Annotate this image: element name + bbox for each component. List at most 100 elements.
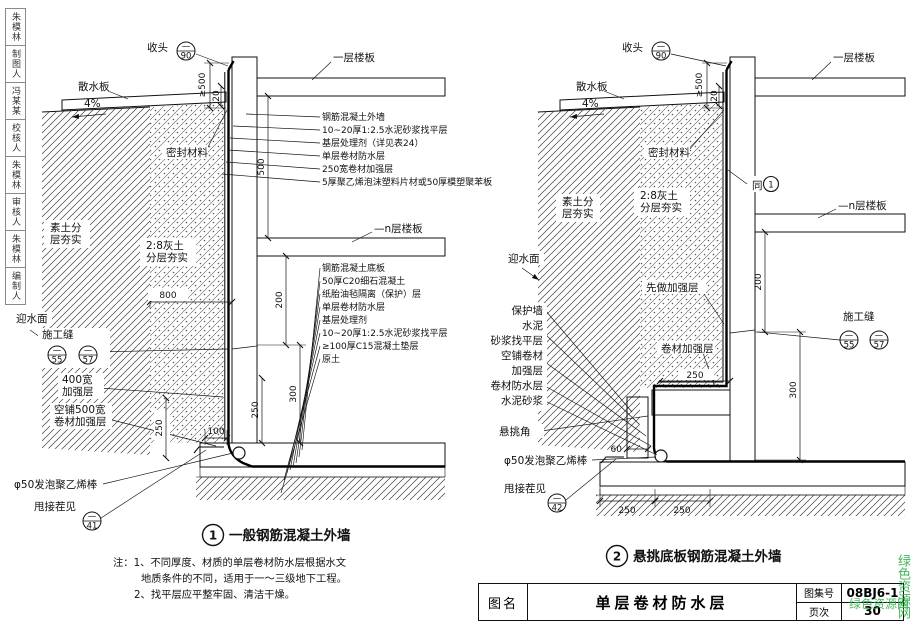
label-foam-rod: φ50发泡聚乙烯棒: [504, 454, 588, 467]
label-head-termination: 收头: [147, 41, 168, 54]
label-water-facing-side: 迎水面: [16, 313, 48, 325]
label-apron-slab: 散水板: [576, 80, 608, 93]
detail-2-structure: [537, 56, 906, 516]
svg-text:—: —: [53, 346, 62, 356]
slope-arrow: [71, 113, 107, 119]
detail-1: 收头 — 90 一层楼板 散水板 4% ≥500 20 密封材料 钢筋混凝土外墙…: [12, 41, 492, 601]
left-layer-label: 水泥砂浆: [501, 394, 543, 407]
dim-250: 250: [155, 419, 165, 436]
dim-250: 250: [686, 371, 703, 381]
label-construction-joint: 施工缝: [843, 310, 875, 323]
dim-800: 800: [159, 291, 176, 301]
detail-2: 收头 — 90 一层楼板 散水板 4% ≥500 20 密封材料 同 1 素土分…: [471, 41, 906, 568]
plain-soil-section: [538, 107, 640, 452]
left-layer-label: 水泥: [522, 319, 543, 332]
svg-text:1: 1: [209, 529, 217, 543]
label-400-strip: 加强层: [62, 386, 94, 398]
label-lime-soil: 2:8灰土: [640, 189, 678, 202]
label-slope: 4%: [84, 98, 101, 110]
detail-1-title: 一般钢筋混凝土外墙: [229, 527, 351, 544]
dim-250: 250: [618, 506, 635, 516]
detail-2-title: 悬挑底板钢筋混凝土外墙: [633, 548, 782, 565]
svg-text:1: 1: [768, 181, 773, 191]
slab-layer-label: 原土: [322, 353, 340, 365]
svg-text:55: 55: [52, 356, 63, 366]
margin-credit: 朱模林: [6, 157, 25, 194]
slab-layer-label: 纸胎油毡隔离（保护）层: [322, 288, 421, 300]
svg-text:—: —: [657, 42, 666, 52]
detail-ref-bubble-57: — 57: [78, 345, 98, 366]
water-side-arrow: [521, 267, 540, 281]
dim-250: 250: [251, 401, 261, 418]
lime-soil-backfill-section: [150, 103, 224, 443]
membrane-lap-tail: [600, 456, 624, 464]
margin-credit: 编制人: [10, 271, 20, 301]
svg-text:42: 42: [552, 504, 563, 514]
wall-layer-label: 250宽卷材加强层: [322, 163, 393, 175]
note-line: 2、找平层应平整牢固、清洁干燥。: [134, 588, 295, 601]
bedding-layer-section: [599, 485, 906, 496]
slab-layer-label: 钢筋混凝土底板: [322, 262, 385, 274]
slab-layer-label: 10~20厚1:2.5水泥砂浆找平层: [322, 327, 448, 339]
dim-60: 60: [611, 445, 623, 455]
wall-layer-label: 单层卷材防水层: [322, 150, 385, 162]
dim-20: 20: [710, 90, 720, 102]
label-foam-rod: φ50发泡聚乙烯棒: [14, 478, 98, 491]
svg-text:—: —: [84, 346, 93, 356]
foam-rod-section: [232, 446, 246, 460]
cantilever-heel-section: [651, 389, 731, 416]
left-layer-label: 加强层: [512, 365, 544, 377]
left-layer-label: 卷材防水层: [491, 379, 544, 392]
dim-ge500: ≥500: [695, 72, 705, 97]
note-line: 地质条件的不同，适用于一～三级地下工程。: [141, 572, 347, 585]
margin-credit: 朱模林: [6, 9, 25, 46]
label-first-floor-slab: 一层楼板: [333, 51, 375, 64]
subsoil-section: [196, 477, 445, 500]
dim-20: 20: [212, 90, 222, 102]
label-first-strip: 先做加强层: [646, 281, 699, 294]
detail-1-caption: 1 一般钢筋混凝土外墙: [201, 523, 351, 547]
label-apron-slab: 散水板: [78, 80, 110, 93]
membrane-lap-tail: [193, 446, 224, 454]
slab-layer-label: 50厚C20细石混凝土: [322, 275, 405, 287]
svg-text:2: 2: [613, 550, 621, 564]
foam-rod-section: [654, 449, 668, 463]
label-same-as-1: 同: [752, 180, 763, 192]
concrete-wall-section: [729, 56, 756, 463]
bottom-slab-section: [599, 461, 906, 487]
subsoil-section: [596, 495, 905, 516]
page-number-label: 页次: [797, 602, 842, 620]
label-lime-soil: 分层夯实: [146, 251, 188, 264]
label-plain-soil: 层夯实: [562, 207, 594, 220]
label-400-strip: 400宽: [62, 373, 93, 386]
label-water-facing-side: 迎水面: [508, 253, 540, 265]
label-basement-floor-slab: —n层楼板: [838, 199, 887, 212]
detail-ref-bubble-55: — 55: [47, 345, 67, 366]
margin-credit: 校核人: [6, 120, 25, 157]
detail-ref-bubble-55: — 55: [839, 330, 859, 351]
label-head-termination: 收头: [622, 41, 643, 54]
svg-text:90: 90: [181, 52, 192, 62]
dim-100: 100: [207, 427, 224, 437]
svg-text:—: —: [182, 42, 191, 52]
dim-300: 300: [289, 385, 299, 402]
drawing-margin-credits: 朱模林 制图人 冯某某 校核人 朱模林 审核人 朱模林 编制人: [5, 8, 26, 305]
wall-layer-label: 钢筋混凝土外墙: [322, 111, 385, 123]
label-lap-tail: 甩接茬见: [504, 482, 546, 495]
label-plain-soil: 层夯实: [50, 233, 82, 246]
svg-text:—: —: [875, 331, 884, 341]
margin-credit: 制图人: [6, 46, 25, 83]
margin-credit: 冯某某: [6, 83, 25, 120]
left-layer-label: 砂浆找平层: [491, 334, 544, 347]
atlas-number-label: 图集号: [797, 584, 842, 602]
apron-slab-section: [559, 91, 725, 111]
svg-text:57: 57: [874, 341, 885, 351]
detail-ref-bubble-41: — 41: [82, 511, 102, 532]
label-first-floor-slab: 一层楼板: [833, 51, 875, 64]
detail-1-dimensions: [146, 59, 306, 462]
dim-200: 200: [275, 291, 285, 308]
concrete-wall-section: [231, 56, 258, 444]
dim-200: 200: [754, 273, 764, 290]
